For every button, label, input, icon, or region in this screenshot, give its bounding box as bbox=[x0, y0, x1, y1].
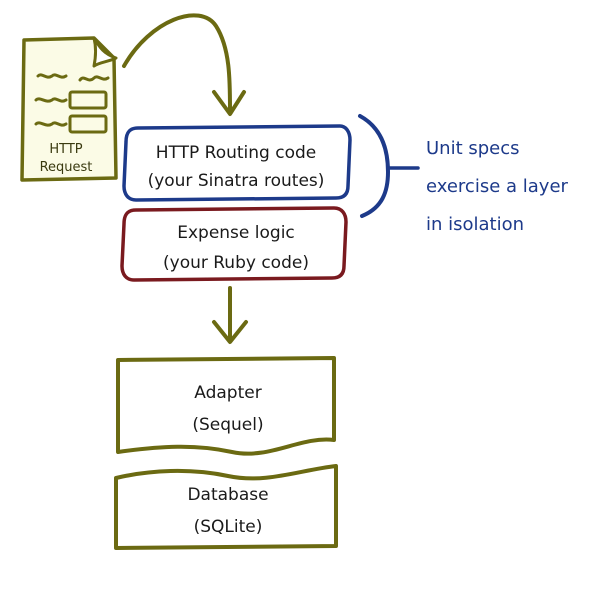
request-label-line1: HTTP bbox=[49, 142, 82, 157]
unit-specs-note: Unit specs exercise a layer in isolation bbox=[426, 138, 569, 235]
curved-arrow-line bbox=[122, 13, 232, 112]
request-squiggle-3 bbox=[34, 97, 68, 103]
request-squiggle-4 bbox=[34, 121, 68, 127]
routing-layer-shape bbox=[122, 124, 352, 202]
database-layer: Database (SQLite) bbox=[114, 464, 338, 550]
request-squiggle-2 bbox=[78, 75, 110, 82]
database-label-line1: Database bbox=[187, 485, 268, 505]
request-to-routing-arrow bbox=[122, 13, 246, 116]
logic-label-line2: (your Ruby code) bbox=[163, 253, 309, 273]
curly-bracket bbox=[358, 114, 391, 218]
logic-layer: Expense logic (your Ruby code) bbox=[120, 206, 348, 282]
logic-layer-shape bbox=[120, 206, 348, 282]
logic-to-adapter-arrow bbox=[212, 286, 248, 344]
unit-spec-bracket bbox=[358, 114, 420, 218]
request-label-line2: Request bbox=[40, 160, 93, 175]
adapter-layer-shape bbox=[116, 356, 336, 456]
request-page-shape bbox=[20, 36, 118, 182]
note-line1: Unit specs bbox=[426, 138, 520, 159]
database-layer-shape bbox=[114, 464, 338, 550]
curved-arrow-head bbox=[212, 90, 246, 116]
down-arrow-head bbox=[212, 320, 248, 344]
routing-label-line1: HTTP Routing code bbox=[156, 143, 317, 163]
logic-label-line1: Expense logic bbox=[177, 223, 295, 243]
request-folded-corner bbox=[92, 36, 118, 68]
note-line3: in isolation bbox=[426, 214, 524, 235]
routing-label-line2: (your Sinatra routes) bbox=[148, 171, 325, 191]
request-field-box-2 bbox=[68, 114, 108, 134]
request-field-box-1 bbox=[68, 90, 108, 110]
adapter-layer: Adapter (Sequel) bbox=[116, 356, 336, 456]
adapter-label-line2: (Sequel) bbox=[192, 415, 263, 435]
request-squiggle-1 bbox=[36, 73, 68, 79]
http-request-document: HTTP Request bbox=[20, 36, 118, 182]
adapter-label-line1: Adapter bbox=[194, 383, 261, 403]
database-label-line2: (SQLite) bbox=[194, 517, 263, 537]
routing-layer: HTTP Routing code (your Sinatra routes) bbox=[122, 124, 352, 202]
note-line2: exercise a layer bbox=[426, 176, 569, 197]
